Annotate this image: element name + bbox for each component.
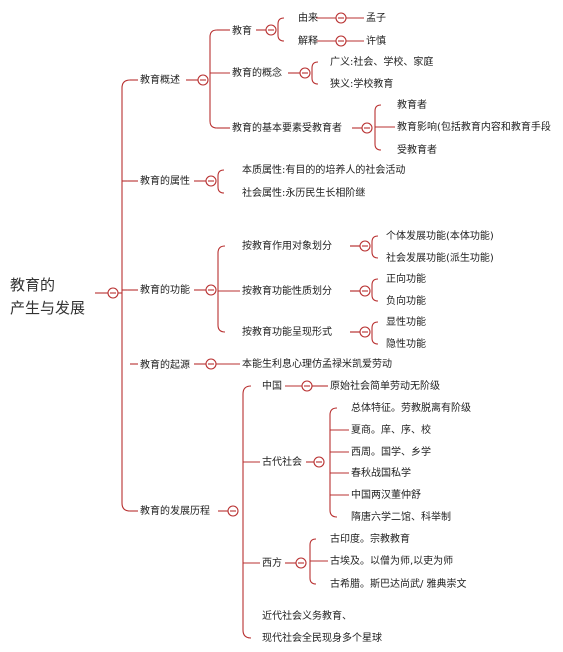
node-ancient-item: 中国两汉董仲舒 <box>351 490 421 501</box>
bracket-connector <box>242 385 252 639</box>
branch-functions: 教育的功能 <box>140 285 190 296</box>
bracket-connector <box>329 407 338 518</box>
node-ancient-item: 隋唐六学二馆、科举制 <box>351 512 451 523</box>
node-china: 中国 <box>262 381 282 392</box>
branch-origin: 教育的起源 <box>140 360 190 371</box>
node-modern-item: 近代社会义务教育、 <box>262 611 352 622</box>
node-xushen: 许慎 <box>366 36 386 47</box>
node-function-item: 正向功能 <box>386 274 426 285</box>
node-gainian: 教育的概念 <box>232 68 282 79</box>
node-function-group: 按教育作用对象划分 <box>242 241 332 252</box>
bracket-connector <box>209 29 218 129</box>
node-west-item: 古印度。宗教教育 <box>330 534 410 545</box>
node-yaosu-item: 教育者 <box>397 100 427 111</box>
node-function-group: 按教育功能呈现形式 <box>242 327 332 338</box>
bracket-connector <box>121 79 131 512</box>
node-ancient: 古代社会 <box>262 457 302 468</box>
node-modern-item: 现代社会全民现身多个星球 <box>262 633 382 644</box>
node-west: 西方 <box>262 558 282 569</box>
node-ancient-item: 春秋战国私学 <box>351 468 411 479</box>
node-function-item: 负向功能 <box>386 296 426 307</box>
bracket-connector <box>277 17 285 42</box>
node-west-item: 古埃及。以僧为师,以吏为师 <box>330 556 454 567</box>
bracket-connector <box>217 245 226 333</box>
node-function-group: 按教育功能性质划分 <box>242 286 332 297</box>
node-china-item: 原始社会简单劳动无阶级 <box>330 381 440 392</box>
node-function-item: 个体发展功能(本体功能) <box>386 231 494 242</box>
node-function-item: 隐性功能 <box>386 339 426 350</box>
node-mengzi: 孟子 <box>366 13 386 24</box>
node-ancient-item: 西周。国学、乡学 <box>351 447 431 458</box>
node-xiayi: 狭义:学校教育 <box>330 79 394 90</box>
node-ancient-item: 夏商。庠、序、校 <box>351 425 431 436</box>
node-attribute-item: 社会属性:永历民生长相阶继 <box>242 188 366 199</box>
branch-history: 教育的发展历程 <box>140 506 210 517</box>
node-jieshi: 解释 <box>298 36 318 47</box>
node-ancient-item: 总体特征。劳教脱离有阶级 <box>351 403 471 414</box>
bracket-connector <box>311 61 319 85</box>
bracket-connector <box>371 278 379 302</box>
node-jiaoyu: 教育 <box>232 26 252 37</box>
node-yaosu: 教育的基本要素受教育者 <box>232 123 342 134</box>
node-origin-item: 本能生利息心理仿孟禄米凯爱劳动 <box>242 359 392 370</box>
node-yaosu-item: 受教育者 <box>397 145 437 156</box>
node-attribute-item: 本质属性:有目的的培养人的社会活动 <box>242 165 406 176</box>
root-title-line1: 教育的 <box>10 276 56 294</box>
bracket-connector <box>371 235 379 259</box>
root-title-line2: 产生与发展 <box>10 299 86 317</box>
node-function-item: 显性功能 <box>386 317 426 328</box>
node-west-item: 古希腊。斯巴达尚武/ 雅典崇文 <box>330 579 467 590</box>
bracket-connector <box>371 321 379 345</box>
branch-overview: 教育概述 <box>140 75 180 86</box>
branch-attributes: 教育的属性 <box>140 176 190 187</box>
node-guangyi: 广义:社会、学校、家庭 <box>330 57 434 68</box>
node-yaosu-item: 教育影响(包括教育内容和教育手段 <box>397 122 551 133</box>
bracket-connector <box>217 169 225 194</box>
node-youlai: 由来 <box>298 13 318 24</box>
node-function-item: 社会发展功能(派生功能) <box>386 253 494 264</box>
